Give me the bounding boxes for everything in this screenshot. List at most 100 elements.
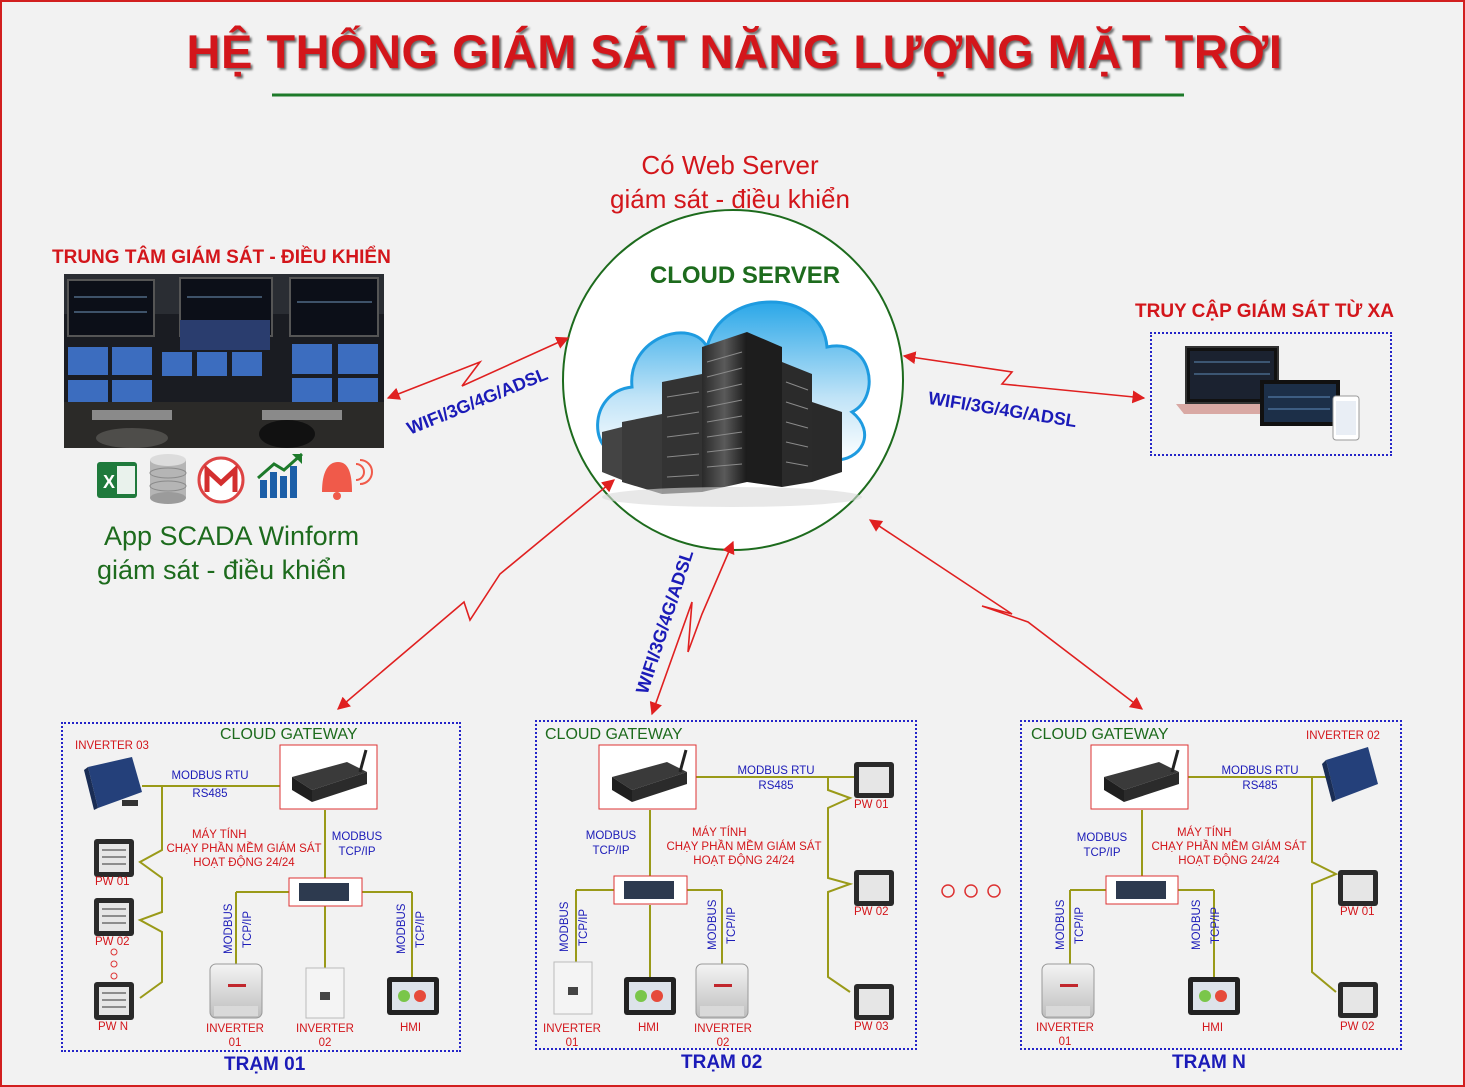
hmi-panel-icon-n bbox=[1188, 977, 1240, 1015]
app-line2: giám sát - điều khiển bbox=[97, 555, 347, 585]
station-n-pw02-label: PW 02 bbox=[1340, 1021, 1375, 1033]
station-2-v-tcpip-b: TCP/IP bbox=[726, 906, 738, 944]
station-2-modbus-rtu: MODBUS RTU RS485 bbox=[718, 764, 834, 794]
hmi-panel-icon-2 bbox=[624, 977, 676, 1015]
station-1-modbus-tcp: MODBUS TCP/IP bbox=[328, 830, 386, 860]
station-n-tcpip-label: TCP/IP bbox=[1083, 847, 1121, 859]
station-2-pc-caption: MÁY TÍNH CHẠY PHẦN MỀM GIÁM SÁT HOẠT ĐỘN… bbox=[662, 826, 826, 868]
link-arrow-station-2 bbox=[649, 540, 735, 716]
link-arrows bbox=[337, 336, 1146, 716]
station-2-box bbox=[535, 720, 917, 1050]
station-n-hmi-label: HMI bbox=[1202, 1022, 1224, 1034]
station-1-inv01-line1: INVERTER bbox=[206, 1023, 264, 1035]
web-server-line1: Có Web Server bbox=[641, 150, 819, 180]
station-1-pw02-label: PW 02 bbox=[95, 936, 130, 948]
station-1-hmi-label: HMI bbox=[400, 1022, 422, 1034]
inverter-01-icon-1 bbox=[209, 963, 263, 1019]
station-2-modbus-rtu-label: MODBUS RTU bbox=[737, 765, 815, 777]
station-1-inv02-line2: 02 bbox=[318, 1037, 332, 1049]
network-switch-icon-2 bbox=[624, 881, 674, 899]
link-arrow-station-n bbox=[868, 519, 1144, 710]
station-n-inv01-line2: 01 bbox=[1058, 1036, 1072, 1048]
station-2-pc-line2: CHẠY PHẦN MỀM GIÁM SÁT bbox=[666, 841, 822, 853]
station-1-inverter-01-label: INVERTER 01 bbox=[198, 1022, 272, 1050]
inverter-02-icon-1 bbox=[305, 967, 345, 1019]
station-1-pc-line2: CHẠY PHẦN MỀM GIÁM SÁT bbox=[166, 843, 322, 855]
alarm-bell-icon bbox=[322, 459, 373, 500]
station-n-inverter-02-label: INVERTER 02 bbox=[1306, 730, 1380, 742]
station-2-name: TRẠM 02 bbox=[681, 1052, 763, 1073]
station-n-modbus-rtu: MODBUS RTU RS485 bbox=[1202, 764, 1318, 794]
station-2-inv02-line2: 02 bbox=[716, 1037, 730, 1049]
inverter-03-icon bbox=[84, 757, 142, 810]
power-meter-pw01-1 bbox=[94, 839, 134, 877]
inverter-02-icon-2 bbox=[695, 963, 749, 1019]
power-meter-pw01-2 bbox=[854, 762, 894, 798]
station-n-box bbox=[1020, 720, 1402, 1050]
inverter-01-icon-n bbox=[1041, 963, 1095, 1019]
station-n-rs485-label: RS485 bbox=[1242, 780, 1278, 792]
station-1-inverter-02-label: INVERTER 02 bbox=[288, 1022, 362, 1050]
station-2-tcpip-label: TCP/IP bbox=[592, 845, 630, 857]
inverter-02-icon-n bbox=[1322, 747, 1378, 802]
remote-access-box bbox=[1150, 332, 1392, 456]
station-n-graphics bbox=[1041, 744, 1378, 1019]
remote-access-heading: TRUY CẬP GIÁM SÁT TỪ XA bbox=[1135, 301, 1394, 322]
page-title: HỆ THỐNG GIÁM SÁT NĂNG LƯỢNG MẶT TRỜI bbox=[186, 25, 1283, 78]
web-server-line2: giám sát - điều khiển bbox=[610, 184, 850, 214]
ellipsis-dots-1 bbox=[110, 948, 118, 980]
gateway-pc-icon-2 bbox=[612, 749, 688, 802]
link-arrow-remote bbox=[902, 351, 1146, 404]
power-meter-pw03-2 bbox=[854, 984, 894, 1020]
station-1-inverter-03-label: INVERTER 03 bbox=[75, 740, 149, 752]
app-line1: App SCADA Winform bbox=[104, 521, 360, 551]
network-switch-icon-1 bbox=[299, 883, 349, 901]
station-1-v-tcpip-b: TCP/IP bbox=[415, 910, 427, 948]
station-2-graphics bbox=[553, 744, 894, 1020]
station-n-v-modbus-b: MODBUS bbox=[1191, 899, 1203, 950]
power-meter-pw01-n bbox=[1338, 870, 1378, 906]
power-meter-pw02-2 bbox=[854, 870, 894, 906]
app-caption: App SCADA Winform giám sát - điều khiển bbox=[97, 519, 359, 587]
station-2-pw01-label: PW 01 bbox=[854, 799, 889, 811]
station-n-modbus-tcp: MODBUS TCP/IP bbox=[1073, 831, 1131, 861]
station-n-inverter-01-label: INVERTER 01 bbox=[1028, 1021, 1102, 1049]
station-n-v-tcpip-b: TCP/IP bbox=[1210, 906, 1222, 944]
station-1-name: TRẠM 01 bbox=[224, 1054, 306, 1075]
station-1-rs485-label: RS485 bbox=[192, 788, 228, 800]
station-2-pw03-label: PW 03 bbox=[854, 1021, 889, 1033]
station-1-v-modbus-a: MODBUS bbox=[223, 903, 235, 954]
gmail-icon bbox=[197, 456, 245, 504]
station-1-modbus-rtu: MODBUS RTU bbox=[152, 769, 268, 784]
station-1-pc-line3: HOẠT ĐỘNG 24/24 bbox=[193, 857, 295, 869]
station-2-inv01-line1: INVERTER bbox=[543, 1023, 601, 1035]
station-n-name: TRẠM N bbox=[1172, 1052, 1246, 1073]
gateway-pc-icon-1 bbox=[292, 749, 368, 802]
station-2-pw02-label: PW 02 bbox=[854, 906, 889, 918]
station-2-inverter-02-label: INVERTER 02 bbox=[686, 1022, 760, 1050]
station-1-v-tcpip-a: TCP/IP bbox=[242, 910, 254, 948]
power-meter-pwn-1 bbox=[94, 982, 134, 1020]
hmi-panel-icon-1 bbox=[387, 977, 439, 1015]
station-1-rs485: RS485 bbox=[152, 787, 268, 802]
station-1-v-modbus-b: MODBUS bbox=[396, 903, 408, 954]
station-1-pwn-label: PW N bbox=[98, 1021, 129, 1033]
web-server-caption: Có Web Server giám sát - điều khiển bbox=[562, 148, 898, 216]
control-center-heading: TRUNG TÂM GIÁM SÁT - ĐIỀU KHIỂN bbox=[52, 247, 391, 268]
station-2-gateway-label: CLOUD GATEWAY bbox=[545, 726, 683, 743]
station-1-inv02-line1: INVERTER bbox=[296, 1023, 354, 1035]
station-n-pc-line3: HOẠT ĐỘNG 24/24 bbox=[1178, 855, 1280, 867]
control-room-photo bbox=[64, 274, 384, 448]
station-2-hmi-label: HMI bbox=[638, 1022, 660, 1034]
server-rack-icon bbox=[602, 332, 862, 507]
network-switch-icon-n bbox=[1116, 881, 1166, 899]
database-icon bbox=[149, 454, 187, 504]
station-2-inverter-01-label: INVERTER 01 bbox=[535, 1022, 609, 1050]
gateway-pc-icon-n bbox=[1104, 749, 1180, 802]
station-2-pc-line3: HOẠT ĐỘNG 24/24 bbox=[693, 855, 795, 867]
station-1-gateway-label: CLOUD GATEWAY bbox=[220, 726, 358, 743]
excel-icon: X bbox=[97, 462, 137, 498]
station-n-modbus-rtu-label: MODBUS RTU bbox=[1221, 765, 1299, 777]
station-2-rs485-label: RS485 bbox=[758, 780, 794, 792]
link-arrow-control-center bbox=[386, 336, 570, 400]
